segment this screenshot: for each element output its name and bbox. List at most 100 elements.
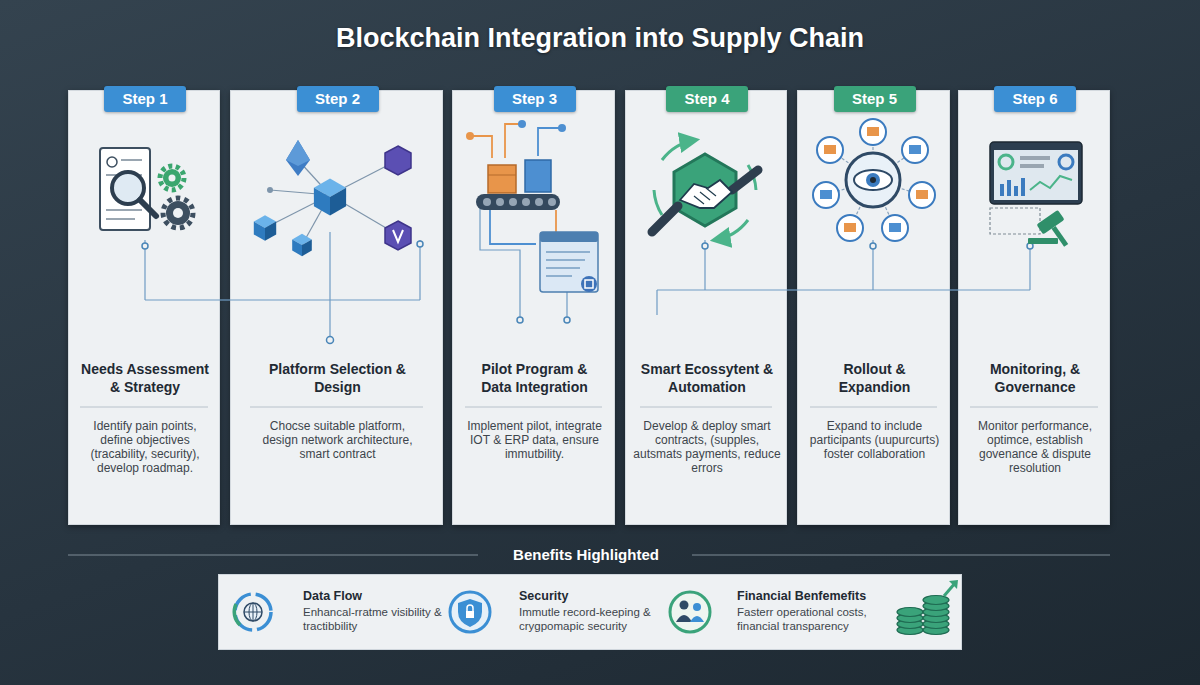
assessment-icon [173,208,183,218]
section-rule [68,555,1110,556]
pilot-icon [488,175,516,176]
governance-icon [1020,164,1044,168]
connector-line [787,289,797,290]
data-flow-icon [244,603,262,621]
visibility-icon [846,153,900,207]
assessment-icon [166,201,190,225]
assessment-icon [106,174,142,176]
leader-dot [142,241,1033,344]
governance-icon [1052,226,1069,247]
coins-icon [944,582,956,596]
governance-icon [1020,156,1050,160]
step-heading: Smart Ecossytent & Automation [637,360,777,396]
governance-icon [990,142,1082,204]
step-tab: Step 6 [994,86,1076,112]
finance-icon [676,615,692,622]
governance-icon [1036,210,1077,253]
finance-icon [670,592,710,632]
visibility-icon [813,119,935,241]
automation-icon [732,170,758,190]
leader-dot [142,243,148,249]
visibility-icon [909,182,935,208]
automation-icon [748,165,756,190]
visibility-icon [872,132,873,180]
pilot-icon [546,275,572,277]
pilot-icon [470,136,492,158]
assessment-icon [163,169,181,187]
automation-icon [674,154,736,226]
pilot-icon [546,252,590,276]
leader-dot [702,243,708,249]
network-icon [330,160,398,195]
step-heading: Platform Selection & Design [263,360,413,396]
pilot-icon [548,198,556,206]
benefit-description: Fasterr operational costs, financial tra… [737,605,897,633]
step-label: Step 4 [666,86,748,112]
automation-icon [652,206,678,232]
step-description: Implement pilot, integrate IOT & ERP dat… [460,419,610,461]
assessment-icon [106,160,142,219]
pilot-icon [483,198,556,206]
leader-line [958,289,1030,290]
visibility-icon [873,180,895,228]
finance-icon [670,592,710,632]
visibility-icon [824,145,836,154]
step-description: Develop & deploy smart contracts, (suppl… [632,419,782,475]
visibility-icon [867,127,879,136]
step-description: Monitor performance, optimce, establish … [965,419,1105,475]
visibility-icon [813,182,839,208]
network-icon [385,221,411,250]
visibility-icon [873,180,922,195]
network-icon [393,230,403,242]
automation-icon [715,220,748,240]
leader-line [145,205,1030,338]
pilot-icon [546,267,580,269]
network-icon [385,146,411,175]
benefits-box: Benefits HighlightedData FlowEnhancal-rr… [218,574,962,650]
leader-dot [1027,243,1033,249]
assessment-icon [100,148,193,230]
assessment-icon [106,218,135,220]
diagram-title: Blockchain Integration into Supply Chain [0,18,1200,58]
step-tab: Step 4 [666,86,748,112]
section-rule [68,555,478,556]
step-panel: Monitoring, & GovernanceMonitor performa… [958,90,1110,525]
assessment-icon [100,148,150,230]
network-icon [292,234,312,256]
leader-line [797,289,950,290]
visibility-icon [882,215,908,241]
finance-icon [693,603,701,611]
security-icon [450,592,490,632]
leader-line [419,240,420,300]
pilot-icon [518,120,526,128]
coins-icon [923,608,949,617]
step-description: Expand to include participants (uupurcur… [802,419,947,461]
coins-icon [923,620,949,629]
heading-divider [250,407,423,408]
connector-line [220,299,230,300]
automation-icon [680,180,732,208]
governance-icon [990,142,1082,253]
visibility-icon [817,137,843,163]
step-description: Identify pain points, define objectives … [78,419,212,475]
step-label: Step 2 [297,86,379,112]
automation-icon [662,140,695,160]
pilot-icon [538,128,562,156]
network-icon [254,140,411,256]
data-flow-icon [234,604,240,625]
governance-icon [1036,210,1064,235]
pilot-icon [509,198,517,206]
governance-icon [994,150,1078,200]
benefit-title: Financial Benfemefits [737,589,897,604]
assessment-icon [163,198,193,228]
visibility-icon [844,223,856,232]
heading-divider [80,407,208,408]
security-icon [458,599,482,627]
step-panel: Smart Ecossytent & AutomationDevelop & d… [625,90,787,525]
governance-icon [1028,238,1058,244]
step-tab: Step 3 [494,86,576,112]
leader-line [656,290,657,315]
connector-layer [220,290,958,300]
pilot-icon [585,280,593,288]
